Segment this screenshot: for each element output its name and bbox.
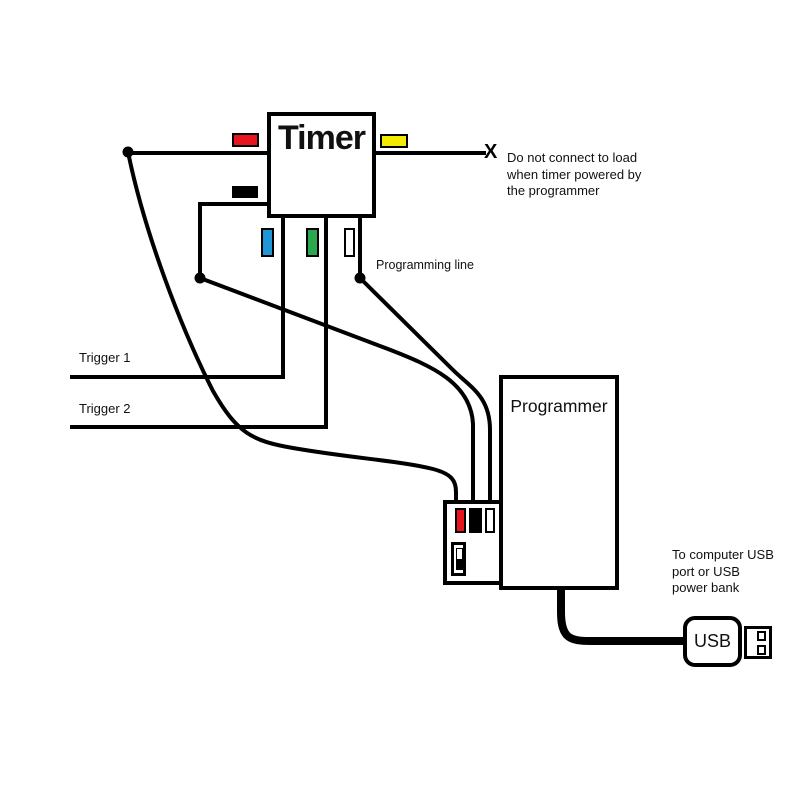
timer-red-terminal (232, 133, 259, 147)
junction-dot-icon (122, 146, 134, 158)
usb-plug-pin (757, 631, 766, 641)
junction-dots (122, 146, 366, 284)
trigger2-label: Trigger 2 (79, 401, 131, 416)
timer-box: Timer (267, 112, 376, 218)
programming-line-label: Programming line (376, 258, 474, 272)
usb-power-note: To computer USB port or USB power bank (672, 547, 774, 595)
usb-label: USB (693, 631, 731, 651)
timer-blue-terminal (261, 228, 274, 257)
connector-white-terminal (485, 508, 495, 533)
wire-programming-diagonal (358, 276, 492, 503)
junction-dot-icon (354, 272, 366, 284)
usb-plug-pin (757, 645, 766, 655)
timer-green-terminal (306, 228, 319, 257)
programmer-box: Programmer (499, 375, 619, 590)
trigger1-label: Trigger 1 (79, 350, 131, 365)
timer-black-terminal (232, 186, 258, 198)
connector-switch-knob (456, 559, 463, 570)
wire-common-elbow (198, 202, 267, 278)
do-not-connect-x-marker: X (484, 141, 498, 163)
connector-red-terminal (455, 508, 466, 533)
wire-common-diagonal (199, 276, 475, 503)
connector-black-terminal (469, 508, 482, 533)
timer-label: Timer (278, 119, 366, 157)
programmer-label: Programmer (510, 396, 608, 416)
timer-yellow-terminal (380, 134, 408, 148)
usb-cable-wire (557, 588, 684, 645)
timer-white-terminal (344, 228, 355, 257)
wire-power-curve (126, 151, 458, 503)
load-warning-note: Do not connect to load when timer powere… (507, 150, 642, 198)
wire-group (70, 151, 684, 645)
junction-dot-icon (194, 272, 206, 284)
usb-box: USB (683, 616, 742, 667)
